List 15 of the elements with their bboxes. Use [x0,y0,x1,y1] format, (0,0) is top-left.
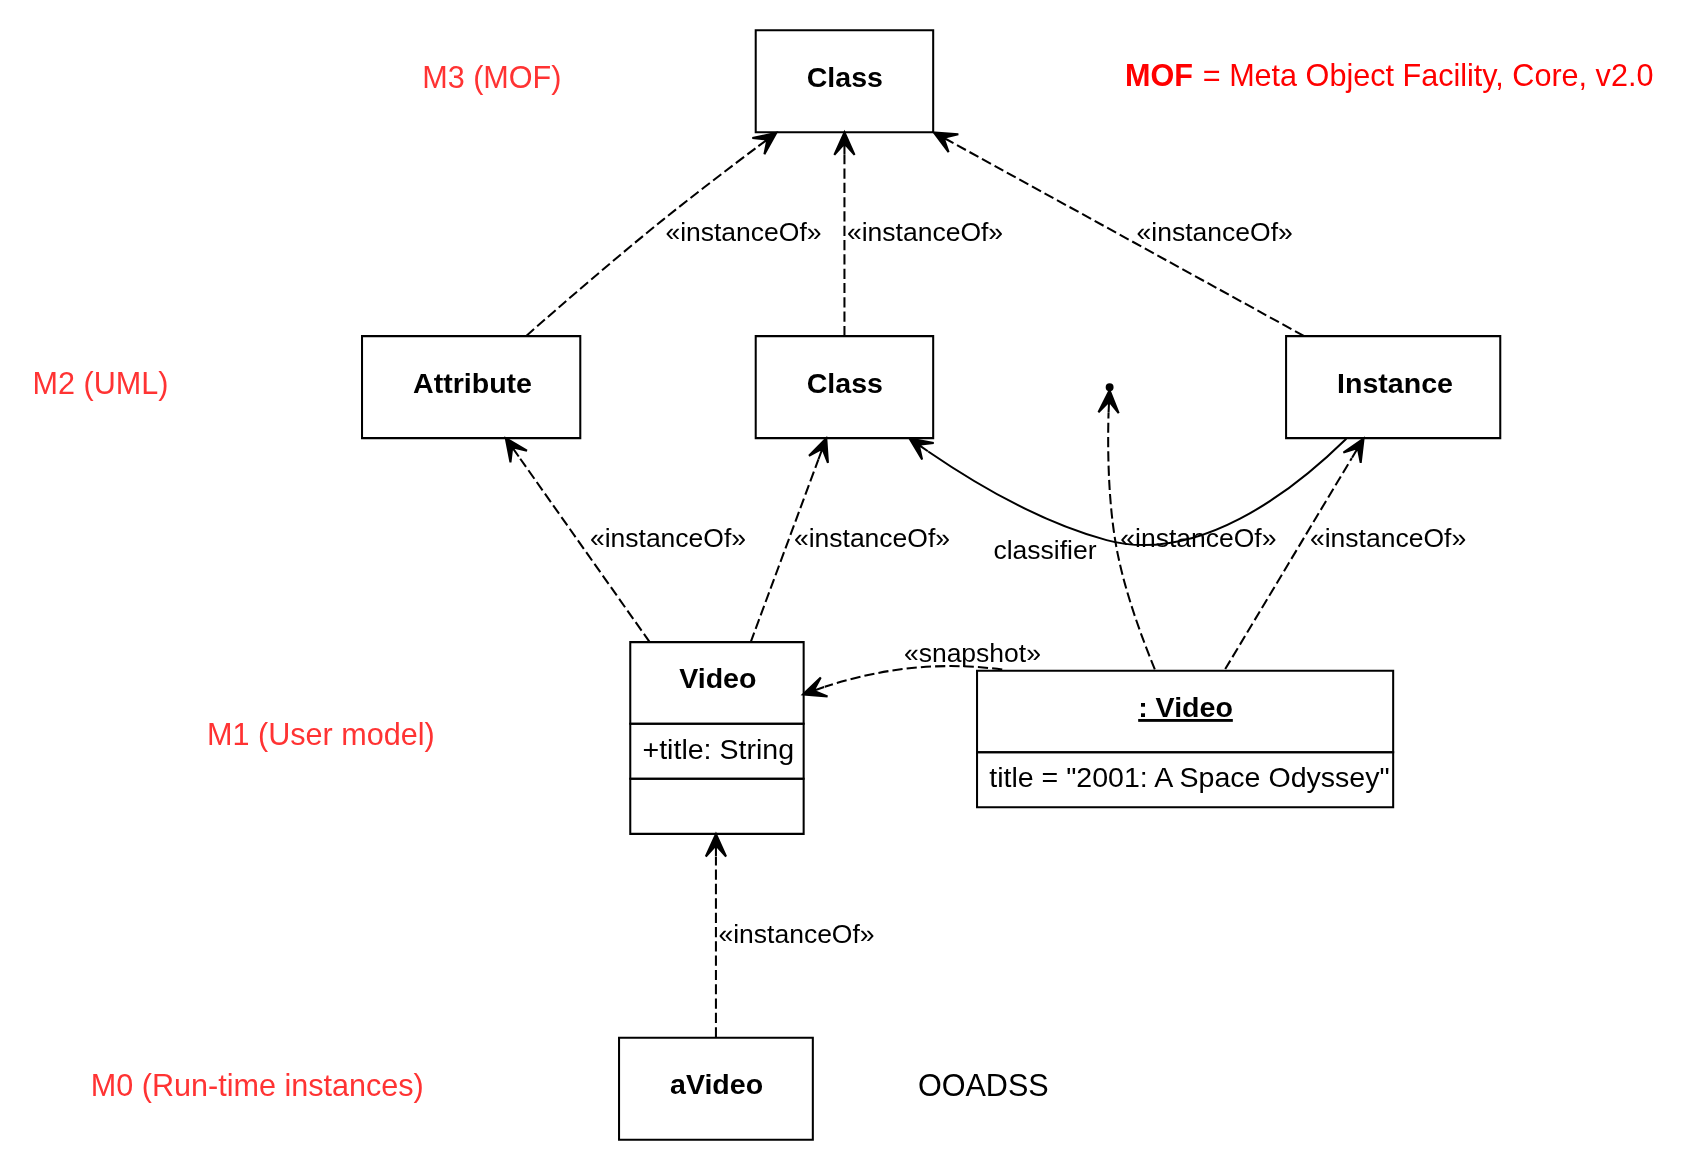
label: MOF = Meta Object Facility, Core, v2.0 [1124,58,1654,93]
label: M3 (MOF) [422,60,562,95]
edge-label: «instanceOf» [846,217,1004,248]
edge-label: «instanceOf» [793,523,951,554]
label: M1 (User model) [207,717,435,752]
label: OOADSS [917,1067,1049,1102]
label: M2 (UML) [32,366,169,401]
edge-label: «instanceOf» [589,523,747,554]
label: M0 (Run-time instances) [90,1067,424,1102]
edge-label: «instanceOf» [1309,523,1467,554]
edge-label: «instanceOf» [665,217,822,248]
edge-label: classifier [993,535,1097,566]
edge-label: «snapshot» [903,637,1041,668]
edge-label: «instanceOf» [1136,217,1293,248]
edge-label: «instanceOf» [718,918,875,949]
